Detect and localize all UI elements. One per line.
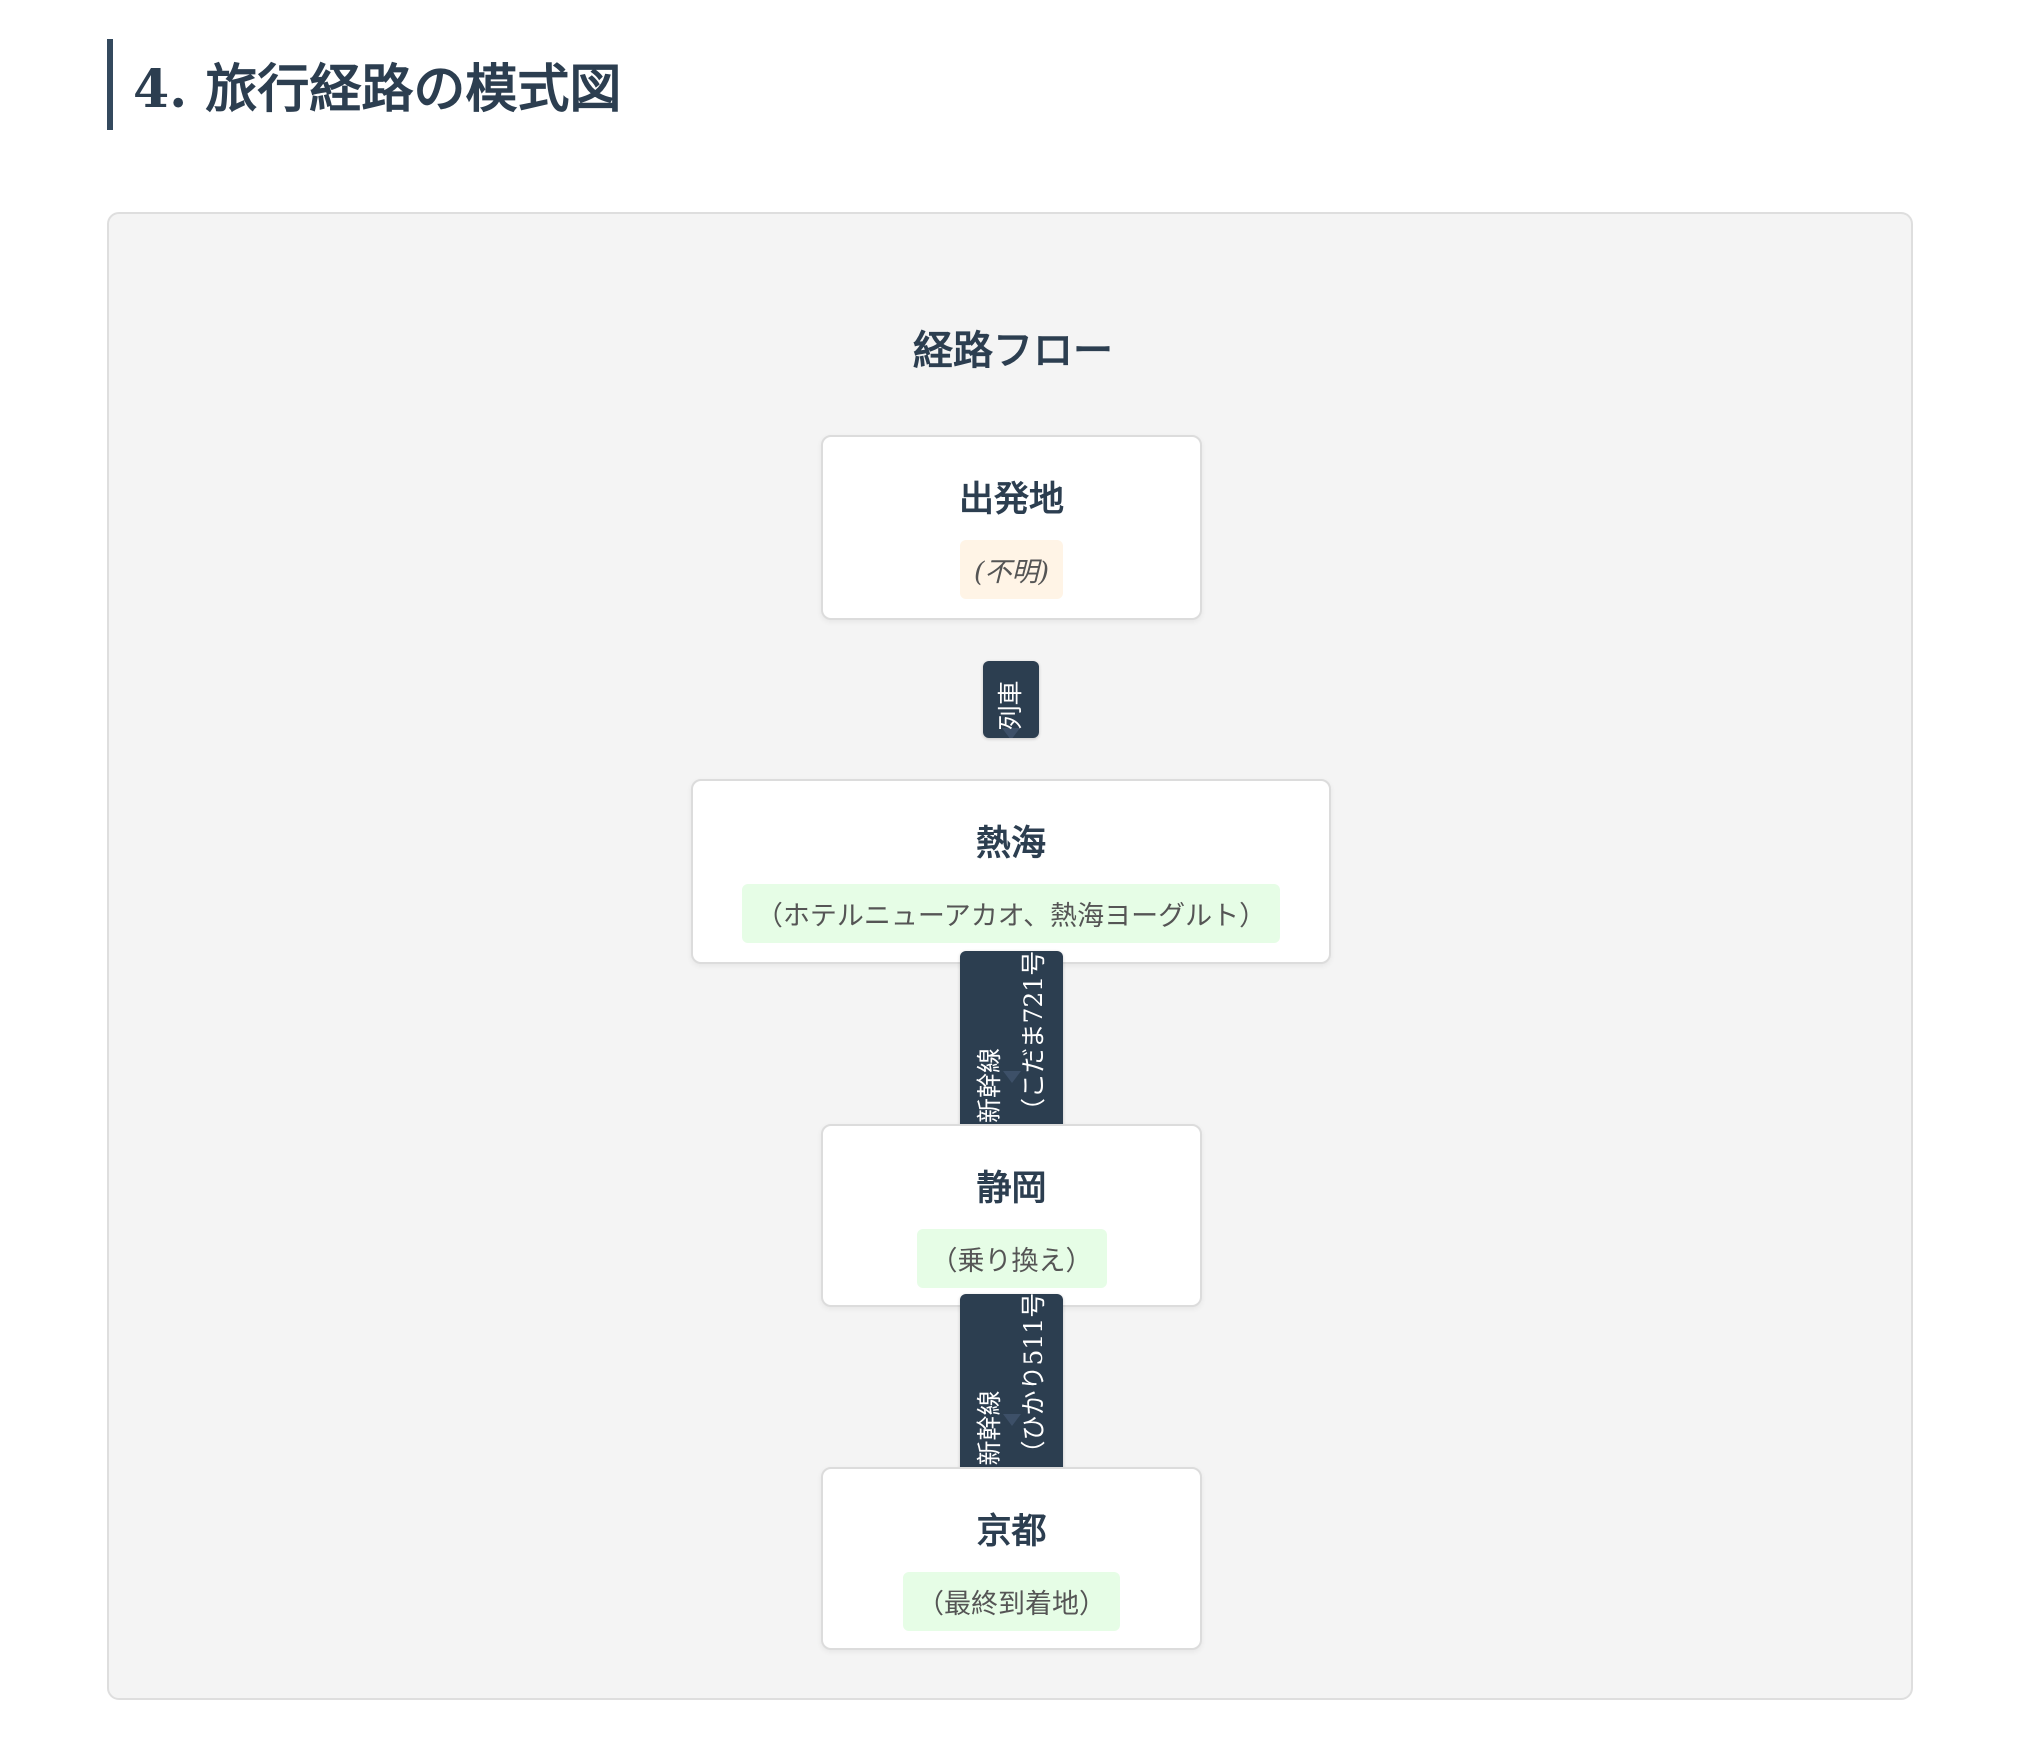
edge-label-hikari: 新幹線 （ひかり511号） (960, 1294, 1063, 1479)
node-atami: 熱海 （ホテルニューアカオ、熱海ヨーグルト） (691, 779, 1331, 964)
arrow-down-icon (1002, 1414, 1021, 1426)
edge-label-train: 列車 (983, 661, 1039, 738)
node-note: （ホテルニューアカオ、熱海ヨーグルト） (741, 884, 1281, 943)
node-name: 熱海 (975, 823, 1046, 864)
node-name: 京都 (976, 1511, 1047, 1552)
edge-label-text: 新幹線 （こだま721号） (974, 951, 1048, 1123)
node-note: （最終到着地） (903, 1572, 1120, 1631)
flow-title: 経路フロー (913, 327, 1113, 374)
node-name: 静岡 (976, 1168, 1047, 1209)
node-name: 出発地 (958, 479, 1064, 520)
node-kyoto: 京都 （最終到着地） (821, 1467, 1202, 1650)
section-heading: 4. 旅行経路の模式図 (107, 39, 621, 130)
node-departure: 出発地 (不明) (821, 435, 1202, 620)
arrow-down-icon (1002, 728, 1020, 738)
arrow-down-icon (1002, 1071, 1021, 1083)
edge-label-text: 新幹線 （ひかり511号） (974, 1294, 1048, 1465)
edge-label-kodama: 新幹線 （こだま721号） (960, 951, 1063, 1137)
node-note: (不明) (959, 540, 1064, 599)
node-shizuoka: 静岡 （乗り換え） (821, 1124, 1202, 1307)
edge-label-text: 列車 (996, 679, 1025, 730)
node-note: （乗り換え） (916, 1229, 1107, 1288)
